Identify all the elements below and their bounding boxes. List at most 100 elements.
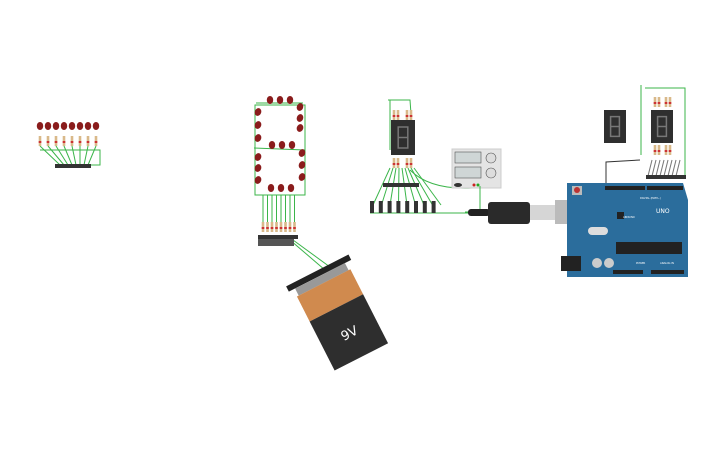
resistor-band [54,141,58,143]
wire [292,239,331,268]
usb-cable[interactable] [465,186,580,224]
resistor-band [657,150,661,152]
slide-switch[interactable] [378,201,383,213]
arduino-brand-label: ARDUINO [623,215,635,219]
led[interactable] [68,122,76,130]
resistor-band [275,227,278,229]
resistor-band [94,141,98,143]
led[interactable] [84,122,92,130]
slide-switch[interactable] [422,201,427,213]
wire [289,239,326,271]
pin-header[interactable] [55,164,91,168]
led[interactable] [267,184,275,192]
wire [651,159,657,177]
resistor-band [293,227,296,229]
resistor-band [396,115,400,117]
led[interactable] [44,122,52,130]
led[interactable] [254,120,263,130]
digit-segments [609,115,621,138]
wire [605,159,641,185]
led[interactable] [254,107,263,117]
pin-header[interactable] [258,235,298,239]
resistor-band [279,227,283,229]
wire [663,159,669,177]
wire [647,159,653,177]
wire [47,145,65,166]
led[interactable] [298,160,307,170]
wire [40,149,101,166]
wire [655,159,661,177]
resistor-band [284,227,287,229]
wire [39,145,61,166]
led[interactable] [76,122,84,130]
resistor-band [86,141,90,143]
resistor-band [392,115,396,117]
resistor-band [668,102,672,104]
wire [71,145,77,166]
wire [254,104,306,196]
slide-switch[interactable] [387,201,392,213]
led[interactable] [287,184,295,192]
resistor-band [664,150,668,152]
led[interactable] [277,184,285,192]
led[interactable] [296,113,305,123]
resistor-band [409,163,413,165]
resistor-band [38,141,42,143]
wire [413,167,442,206]
resistor-band [653,102,657,104]
slide-switch[interactable] [370,201,374,213]
led[interactable] [254,152,263,162]
arduino-analog-label: ANALOG IN [660,261,674,265]
led[interactable] [286,96,294,104]
digit-segments [656,115,668,138]
wire [63,145,73,166]
led[interactable] [36,122,44,130]
resistor-band [78,141,82,143]
resistor-band [664,102,668,104]
led[interactable] [60,122,68,130]
resistor-band [409,115,413,117]
led[interactable] [92,122,100,130]
led[interactable] [254,175,263,185]
led[interactable] [288,141,296,149]
arduino-uno[interactable]: UNO ARDUINO DIGITAL (PWM~) POWER ANALOG … [561,183,688,277]
resistor-band [396,163,400,165]
9v-battery[interactable]: 9V [286,254,392,373]
led[interactable] [296,123,305,133]
led[interactable] [276,96,284,104]
wire [83,145,89,166]
arduino-digital-label: DIGITAL (PWM~) [640,196,661,200]
led[interactable] [52,122,60,130]
wire [667,159,673,177]
resistor-band [46,141,50,143]
arduino-model-label: UNO [656,208,670,215]
led[interactable] [296,102,305,112]
led[interactable] [298,172,307,182]
wire [253,147,306,151]
power-supply[interactable] [451,148,502,189]
pin-header[interactable] [646,175,686,179]
digit-segments [397,126,409,149]
slide-switch[interactable] [414,201,418,213]
led[interactable] [268,141,276,149]
wire [372,167,391,206]
wire [659,159,665,177]
led[interactable] [266,96,274,104]
led[interactable] [254,133,263,143]
wire [55,145,69,166]
resistor-band [653,150,657,152]
wire [671,159,677,177]
wire [87,145,97,166]
slide-switch[interactable] [405,201,410,213]
led[interactable] [278,141,286,149]
resistor-band [405,163,409,165]
pin-header[interactable] [258,239,294,246]
slide-switch[interactable] [396,201,401,213]
led[interactable] [254,163,263,173]
led[interactable] [298,148,307,158]
pin-header[interactable] [383,183,419,187]
resistor-band [288,227,292,229]
slide-switch[interactable] [431,201,436,213]
resistor-band [266,227,269,229]
